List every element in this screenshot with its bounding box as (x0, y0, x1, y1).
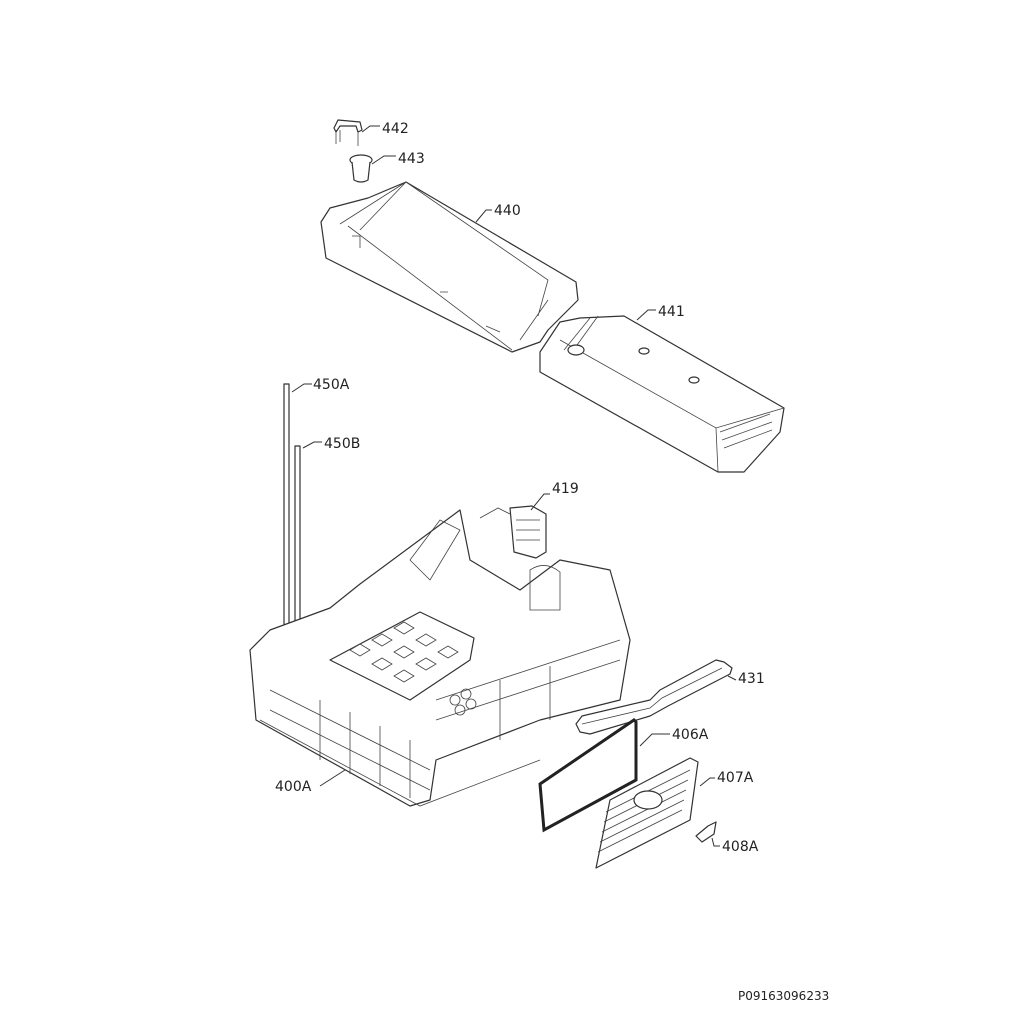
label-440: 440 (494, 203, 521, 219)
honeycomb-filter (449, 688, 477, 716)
label-450B: 450B (324, 436, 360, 452)
label-443: 443 (398, 151, 425, 167)
part-440-housing (320, 181, 579, 353)
label-419: 419 (552, 481, 579, 497)
part-400A-base (249, 509, 631, 807)
label-441: 441 (658, 304, 685, 320)
document-code: P09163096233 (738, 989, 829, 1003)
label-407A: 407A (717, 770, 754, 786)
label-406A: 406A (672, 727, 709, 743)
part-443-cup (349, 154, 373, 183)
part-406A-seal (538, 718, 638, 833)
part-431-gasket (575, 659, 733, 735)
part-441-tank (539, 315, 785, 473)
part-408A-clip (695, 821, 717, 843)
part-419-wiring (479, 505, 547, 559)
leader-lines (291, 125, 737, 847)
label-408A: 408A (722, 839, 759, 855)
label-431: 431 (738, 671, 765, 687)
label-400A: 400A (275, 779, 312, 795)
part-407A-grille (595, 757, 699, 869)
part-450A-rod (283, 383, 290, 635)
label-450A: 450A (313, 377, 350, 393)
part-450B-rod (294, 445, 301, 627)
part-442-bracket (333, 119, 363, 146)
label-442: 442 (382, 121, 409, 137)
